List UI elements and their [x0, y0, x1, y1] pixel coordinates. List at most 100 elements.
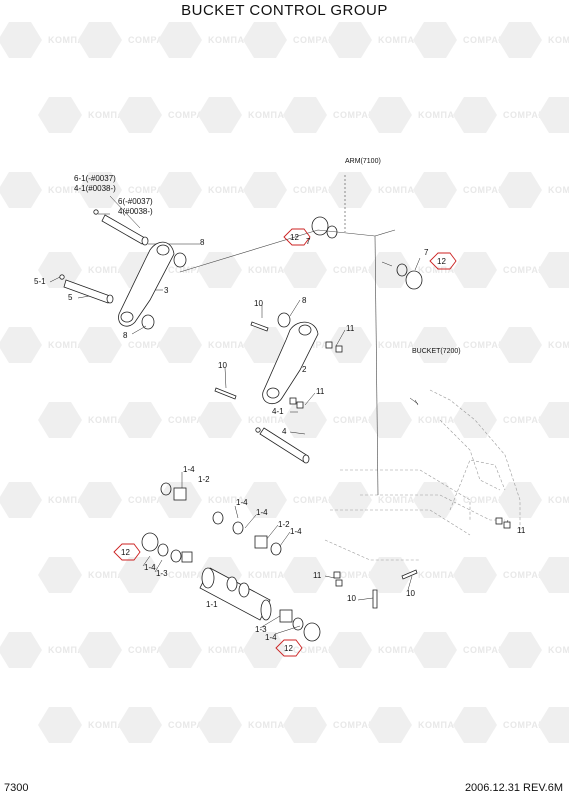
nut-11-a — [325, 341, 333, 349]
callout-12-c: 12 — [121, 548, 130, 557]
parts — [59, 209, 511, 642]
watermark-text: KOMПAPT — [548, 35, 569, 45]
watermark-tile: KOMПAPT — [538, 252, 569, 288]
watermark-text: COMPART — [503, 110, 551, 120]
watermark-tile: KOMПAPT — [198, 707, 296, 743]
watermark-tile: COMPART — [243, 327, 341, 363]
watermark-text: COMPART — [168, 570, 216, 580]
nut-11-e — [333, 571, 341, 579]
watermark-text: COMPART — [503, 265, 551, 275]
callout-12-a: 12 — [290, 233, 299, 242]
watermark-tile: KOMПAPT — [158, 172, 256, 208]
bushing-1-2-b — [254, 535, 268, 549]
watermark-tile: KOMПAPT — [328, 632, 427, 668]
watermark-tile: KOMПAPT — [368, 252, 466, 288]
arm-assembly-label: ARM(7100) — [345, 158, 381, 165]
watermark-text: KOMПAPT — [418, 570, 467, 580]
watermark-tile: COMPART — [453, 97, 551, 133]
watermark-text: COMPART — [128, 185, 176, 195]
watermark-text: COMPART — [293, 645, 341, 655]
callout-4-1-top: 4-1(#0038-) — [74, 184, 116, 193]
callout-7-a: 7 — [306, 237, 311, 246]
o-ring-12-bottom — [303, 622, 321, 642]
watermark-tile: COMPART — [413, 22, 511, 58]
callout-8-b: 8 — [123, 331, 128, 340]
callout-1-2-a: 1-2 — [198, 475, 210, 484]
watermark-text: COMPART — [128, 340, 176, 350]
watermark-tile: KOMПAPT — [158, 632, 256, 668]
o-ring-7-right — [396, 263, 408, 277]
watermark-text: KOMПAPT — [548, 185, 569, 195]
watermark-tile: KOMПAPT — [38, 402, 136, 438]
bushing-1-3-a — [170, 549, 182, 563]
hex-marker-12-b — [429, 252, 457, 270]
callout-10-d: 10 — [406, 589, 415, 598]
watermark-text: KOMПAPT — [378, 35, 427, 45]
watermark-text: KOMПAPT — [248, 415, 297, 425]
callout-1-2-b: 1-2 — [278, 520, 290, 529]
shim-8-top — [173, 252, 187, 268]
watermark-tile: COMPART — [78, 327, 176, 363]
nut-11-b — [335, 345, 343, 353]
callout-1-4-e: 1-4 — [144, 563, 156, 572]
watermark-tile: KOMПAPT — [0, 482, 96, 518]
watermark-tile: KOMПAPT — [498, 482, 569, 518]
o-ring-7-left-inner — [326, 225, 338, 239]
arm-frame-outline — [179, 175, 419, 496]
watermark-text: COMPART — [293, 495, 341, 505]
callout-1-4-a: 1-4 — [183, 465, 195, 474]
bolt-10-lower — [214, 387, 237, 400]
watermark-tile: COMPART — [243, 482, 341, 518]
watermark-text: KOMПAPT — [548, 645, 569, 655]
watermark-text: KOMПAPT — [248, 265, 297, 275]
watermark-tile: COMPART — [78, 22, 176, 58]
callout-6-1: 6-1(-#0037) — [74, 174, 116, 183]
nut-11-d — [289, 397, 297, 405]
callout-1-3-a: 1-3 — [156, 569, 168, 578]
watermark-tile: COMPART — [413, 632, 511, 668]
watermark-tile: COMPART — [243, 22, 341, 58]
pin-4 — [259, 427, 310, 464]
watermark-tile: KOMПAPT — [538, 707, 569, 743]
watermark-tile: COMPART — [413, 327, 511, 363]
watermark-tile: KOMПAPT — [38, 97, 136, 133]
watermark-tile: KOMПAPT — [538, 557, 569, 593]
callout-10-a: 10 — [254, 299, 263, 308]
watermark-tile: KOMПAPT — [0, 632, 96, 668]
watermark-text: COMPART — [333, 415, 381, 425]
callout-1-4-b: 1-4 — [236, 498, 248, 507]
o-ring-7-left — [311, 216, 329, 236]
bolt-10-upper — [250, 321, 269, 332]
watermark-text: KOMПAPT — [248, 570, 297, 580]
watermark-tile: KOMПAPT — [158, 327, 257, 363]
pin-5 — [63, 279, 114, 304]
watermark-text: COMPART — [333, 570, 381, 580]
watermark-text: COMPART — [463, 185, 511, 195]
hex-markers — [113, 228, 457, 657]
bushing-1-2-a — [173, 487, 187, 501]
bolt-10-bottom-b — [401, 569, 418, 580]
watermark-text: KOMПAPT — [378, 645, 427, 655]
watermark-text: KOMПAPT — [208, 340, 257, 350]
callout-5-1: 5-1 — [34, 277, 46, 286]
o-ring-1-4-c — [232, 521, 244, 535]
page-number: 7300 — [4, 782, 29, 794]
watermark-tile: KOMПAPT — [38, 707, 136, 743]
watermark-text: KOMПAPT — [418, 720, 467, 730]
watermark-tile: COMPART — [78, 482, 176, 518]
callout-labels: 6-1(-#0037) 4-1(#0038-) 6(-#0037) 4(#003… — [34, 174, 526, 653]
callout-12-b: 12 — [437, 257, 446, 266]
watermark-text: KOMПAPT — [88, 265, 137, 275]
watermark-tile: KOMПAPT — [38, 252, 137, 288]
watermark-text: KOMПAPT — [418, 415, 467, 425]
watermark-tile: KOMПAPT — [498, 327, 569, 363]
callout-2: 2 — [302, 365, 307, 374]
watermark-text: COMPART — [463, 645, 511, 655]
callout-11-c: 11 — [517, 526, 526, 535]
watermark-tile: COMPART — [413, 482, 511, 518]
watermark-text: COMPART — [168, 265, 216, 275]
callout-11-d: 11 — [313, 571, 322, 580]
callout-11-a: 11 — [346, 324, 355, 333]
watermark-tile: COMPART — [413, 172, 511, 208]
